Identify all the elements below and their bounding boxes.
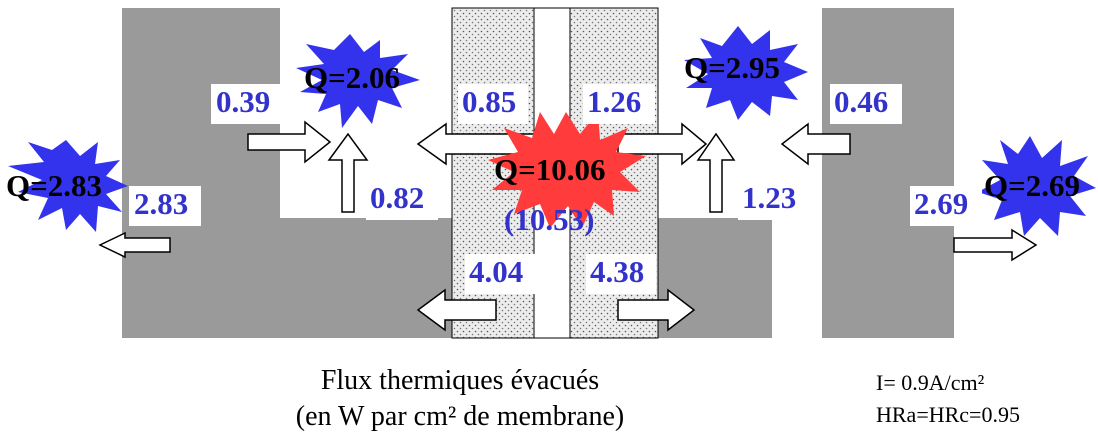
q-left-channel-label: Q=2.06 [304,60,400,95]
left-arrow-up [327,132,369,213]
q-membrane-alt-label: (10.53) [504,202,594,237]
membrane-arrow-down-left [416,288,497,332]
heat-star-membrane [488,112,646,228]
q-right-label: Q=2.69 [984,168,1080,203]
left-electrode-arrow-left [98,231,171,259]
q-right-channel-label: Q=2.95 [684,50,780,85]
flux-left-to-channel: 0.39 [216,84,270,119]
flux-membrane-down-left: 4.04 [469,254,523,289]
right-arrow-up [696,132,736,213]
right-arrow-to-channel [780,122,851,166]
caption-line-1: Flux thermiques évacués [320,365,600,396]
heat-star-left [8,140,128,232]
q-left-label: Q=2.83 [6,168,102,203]
flux-membrane-down-right: 4.38 [590,254,644,289]
heat-star-right-channel [684,26,808,120]
left-arrow-to-channel [247,120,332,164]
right-end-plate [822,8,954,338]
current-density-label: I= 0.9A/cm² [876,370,985,395]
heat-star-right [978,136,1096,236]
q-membrane-label: Q=10.06 [494,152,606,187]
humidity-label: HRa=HRc=0.95 [876,402,1020,427]
flux-membrane-left: 0.85 [462,84,516,119]
flux-right-channel-up: 1.23 [742,180,796,215]
flux-membrane-right: 1.26 [587,84,641,119]
caption-line-2: (en W par cm² de membrane) [295,401,625,432]
flux-right-to-channel: 0.46 [834,84,888,119]
heat-star-left-channel [296,34,420,128]
flux-right-electrode: 2.69 [914,186,968,221]
right-electrode-arrow-right [953,228,1038,262]
flux-left-electrode: 2.83 [134,186,188,221]
membrane-arrow-down-right [617,288,696,332]
flux-left-channel-up: 0.82 [370,180,424,215]
